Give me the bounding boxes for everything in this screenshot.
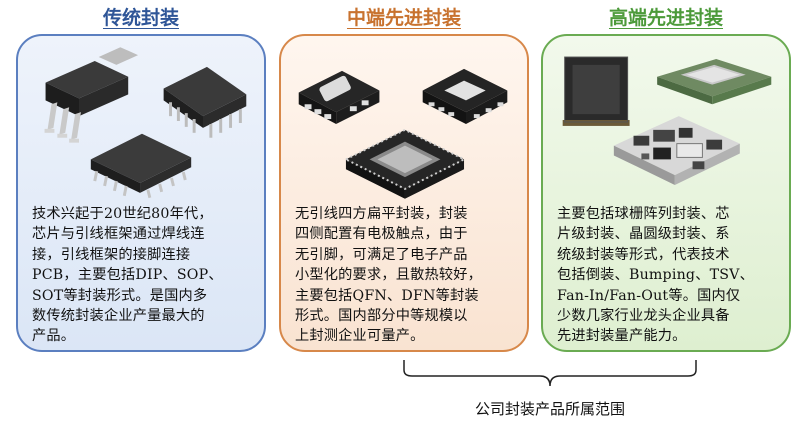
desc-line: 片级封装、晶圆级封装、系 xyxy=(557,226,730,243)
desc-line: Fan-In/Fan-Out等。国内仅 xyxy=(557,287,741,304)
desc-line: 主要包括球栅阵列封装、芯 xyxy=(557,206,730,222)
traditional-packaging-title: 传统封装 xyxy=(102,7,179,29)
desc-line: 形式。国内部分中等规模以 xyxy=(295,308,468,325)
desc-line: 包括倒装、Bumping、TSV、 xyxy=(557,267,754,284)
mid-advanced-packaging-panel: 无引线四方扁平封装，封装 四侧配置有电极触点，由于 无引脚，可满足了电子产品 小… xyxy=(279,34,529,352)
desc-line: 主要包括QFN、DFN等封装 xyxy=(295,287,479,304)
high-advanced-packaging-description: 主要包括球栅阵列封装、芯 片级封装、晶圆级封装、系 统级封装等形式，代表技术 包… xyxy=(557,204,779,347)
high-advanced-packaging-title: 高端先进封装 xyxy=(608,7,723,29)
sip-module-icon xyxy=(613,116,740,185)
traditional-packaging-panel: 技术兴起于20世纪80年代， 芯片与引线框架通过焊线连 接，引线框架的接脚连接 … xyxy=(16,34,266,352)
sot-chip-icon xyxy=(44,47,139,143)
desc-line: 少数几家行业龙头企业具备 xyxy=(557,308,730,325)
desc-line: 接，引线框架的接脚连接 xyxy=(32,246,191,263)
company-product-scope-caption: 公司封装产品所属范围 xyxy=(474,400,625,418)
bga-sip-chips-illustration xyxy=(562,56,772,185)
high-advanced-packaging-panel: 主要包括球栅阵列封装、芯 片级封装、晶圆级封装、系 统级封装等形式，代表技术 包… xyxy=(541,34,791,352)
scope-bracket xyxy=(403,360,697,387)
dip-chip-icon xyxy=(163,66,247,138)
desc-line: 技术兴起于20世纪80年代， xyxy=(32,206,213,222)
desc-line: 无引线四方扁平封装，封装 xyxy=(295,206,468,222)
sop-chip-icon xyxy=(90,133,192,199)
desc-line: 小型化的要求，且散热较好， xyxy=(295,267,483,284)
desc-line: 上封测企业可量产。 xyxy=(295,328,425,345)
desc-line: 统级封装等形式，代表技术 xyxy=(557,246,730,263)
bga-chip-icon xyxy=(562,56,630,126)
qfn-large-chip-icon xyxy=(343,128,467,199)
desc-line: 四侧配置有电极触点，由于 xyxy=(295,226,468,243)
desc-line: 无引脚，可满足了电子产品 xyxy=(295,246,468,263)
desc-line: 先进封装量产能力。 xyxy=(557,328,687,345)
dfn-chip-icon xyxy=(298,70,380,124)
desc-line: 产品。 xyxy=(32,328,76,345)
mid-advanced-packaging-title: 中端先进封装 xyxy=(346,7,461,29)
desc-line: SOT等封装形式。是国内多 xyxy=(32,287,208,304)
mid-advanced-packaging-description: 无引线四方扁平封装，封装 四侧配置有电极触点，由于 无引脚，可满足了电子产品 小… xyxy=(295,204,517,347)
desc-line: PCB，主要包括DIP、SOP、 xyxy=(32,267,223,284)
qfn-dfn-chips-illustration xyxy=(298,68,508,199)
traditional-packaging-description: 技术兴起于20世纪80年代， 芯片与引线框架通过焊线连 接，引线框架的接脚连接 … xyxy=(32,204,254,347)
desc-line: 芯片与引线框架通过焊线连 xyxy=(32,226,205,243)
traditional-chips-illustration xyxy=(44,47,247,199)
qfn-small-chip-icon xyxy=(422,68,508,124)
desc-line: 数传统封装企业产量最大的 xyxy=(32,308,205,325)
processor-package-icon xyxy=(657,59,772,105)
